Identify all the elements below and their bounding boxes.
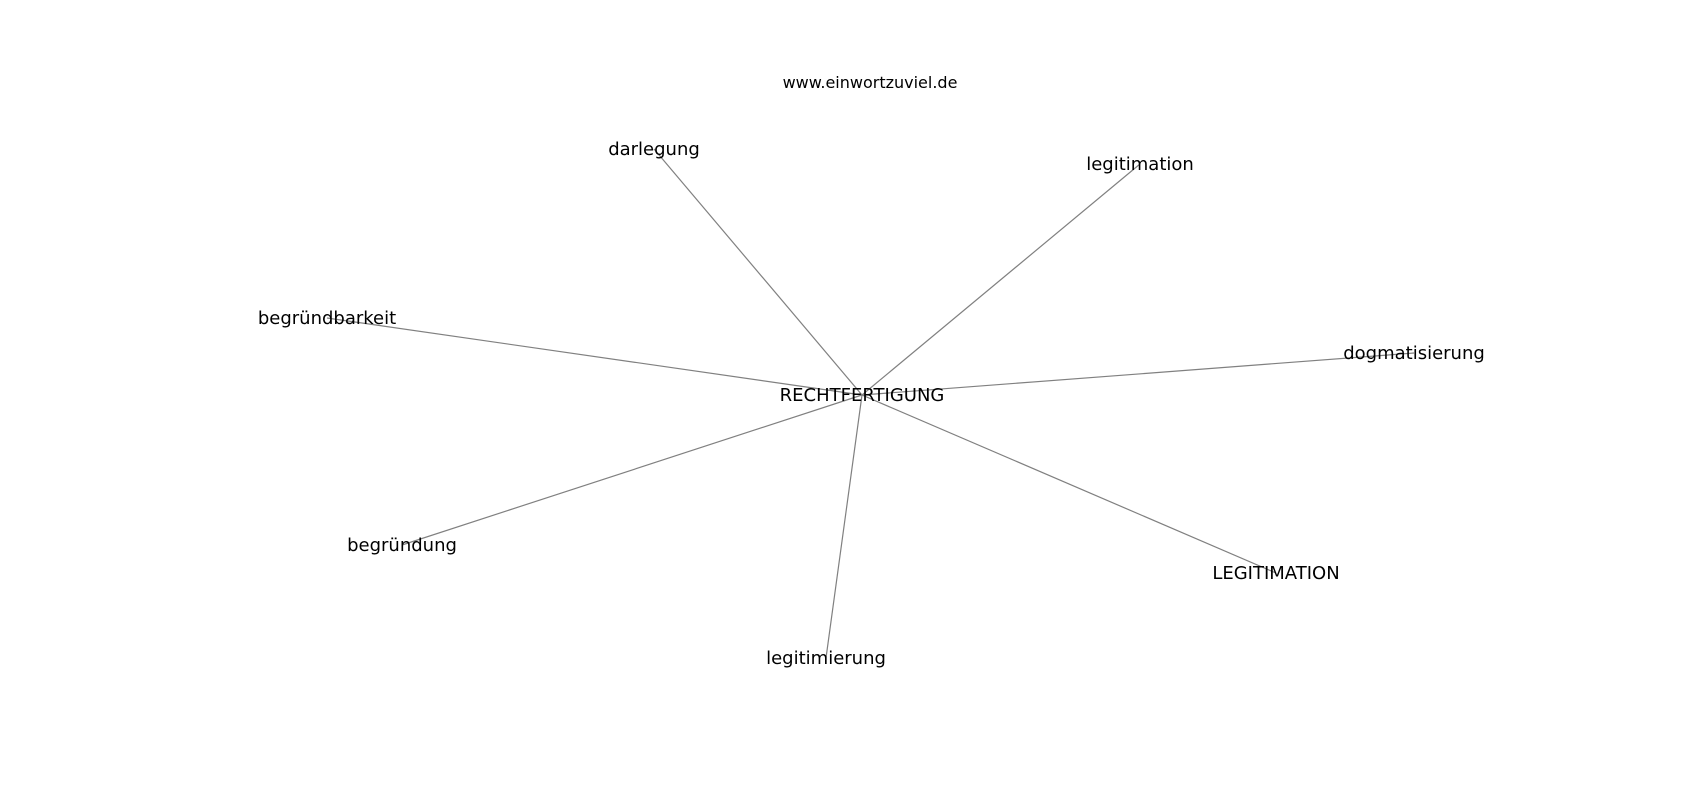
node-label-begruendung: begründung <box>347 535 457 556</box>
node-label-legitimation-upper: LEGITIMATION <box>1212 563 1339 584</box>
node-label-dogmatisierung: dogmatisierung <box>1343 343 1485 364</box>
node-label-darlegung: darlegung <box>608 139 700 160</box>
watermark-text: www.einwortzuviel.de <box>783 73 958 92</box>
edge-center-legitimierung <box>825 394 863 659</box>
node-label-legitimation: legitimation <box>1086 154 1194 175</box>
edge-center-dogmatisierung <box>861 352 1415 396</box>
nodes-group: RECHTFERTIGUNG darlegung legitimation begrü… <box>258 139 1485 669</box>
node-label-legitimierung: legitimierung <box>766 648 886 669</box>
edge-center-begruendung <box>401 394 863 546</box>
node-label-center: RECHTFERTIGUNG <box>780 385 945 406</box>
edge-center-darlegung <box>653 148 863 396</box>
edge-center-begruendbarkeit <box>326 317 863 396</box>
edges-group <box>326 148 1415 659</box>
edge-center-legitimation-upper <box>861 394 1277 574</box>
node-label-begruendbarkeit: begründbarkeit <box>258 308 396 329</box>
edge-center-legitimation <box>861 163 1141 396</box>
